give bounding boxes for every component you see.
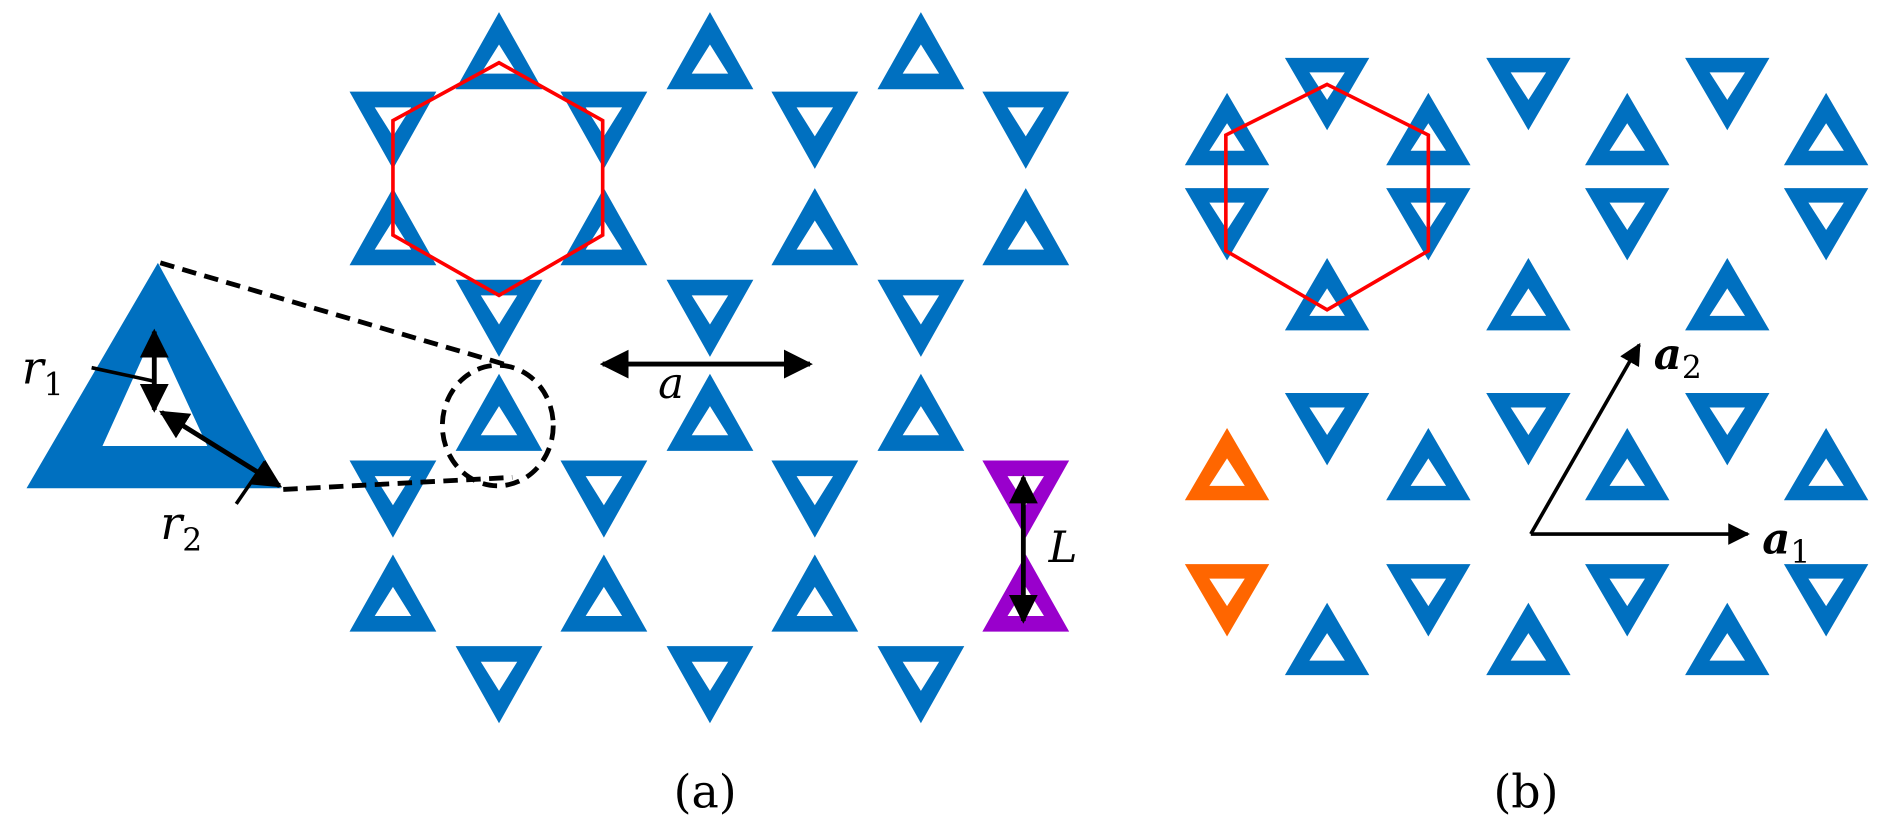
lattice-triangle [1284,57,1370,131]
lattice-triangle [877,373,965,451]
lattice-triangle [560,460,648,538]
lattice-triangle [1685,393,1770,466]
lattice-triangle [771,188,859,266]
lattice-triangle [1184,188,1270,261]
lattice-triangle [982,188,1070,266]
lattice-triangle [1284,393,1370,466]
lattice-triangle [1783,427,1869,501]
panel-b-caption: (b) [1493,765,1558,819]
lattice-triangle [1685,258,1770,331]
lattice-triangle [771,91,859,169]
lattice-triangle [666,373,754,451]
lattice-triangle [1486,57,1571,131]
panel-a-caption: (a) [674,765,737,819]
lattice-triangle [771,554,859,632]
lattice-triangle [1486,258,1571,331]
lattice-triangle [349,460,437,538]
a-label: a [658,359,684,409]
lattice-triangle [1386,564,1471,637]
a2-label: a2 [1654,329,1702,387]
r2-label: r2 [160,496,202,559]
lattice-triangle [1585,188,1670,261]
callout-line-bottom [283,474,513,492]
lattice-triangle [771,460,859,538]
panel-b-triangles [1184,57,1869,676]
panel-a: r1 r2 a L (a) [22,12,1078,819]
lattice-triangle [1284,258,1370,331]
lattice-triangle [1585,427,1670,501]
lattice-triangle [1585,92,1670,166]
callout-circle [439,362,556,489]
panel-a-triangles [349,12,1070,724]
lattice-triangle [1486,602,1571,676]
lattice-triangle [666,646,754,724]
lattice-triangle [1386,92,1471,166]
dimer-triangle [982,554,1070,632]
panel-a-hexagon [391,60,605,298]
panel-b: a1 a2 (b) [1184,57,1869,819]
lattice-triangle [666,12,754,90]
callout-line-top [159,260,505,367]
lattice-triangle [1585,564,1670,637]
panel-b-hexagon [1224,82,1431,312]
lattice-triangle [349,554,437,632]
L-label: L [1048,523,1078,573]
lattice-triangle [455,373,543,451]
unit-cell-triangle [1184,427,1270,501]
a2-vector [1529,342,1641,535]
lattice-triangle [877,279,965,357]
r1-leader [91,365,154,383]
dimer-triangle [982,460,1070,538]
lattice-triangle [560,554,648,632]
lattice-triangle [1184,92,1270,166]
lattice-triangle [877,12,965,90]
lattice-triangle [982,91,1070,169]
a1-label: a1 [1762,513,1810,571]
lattice-triangle [1386,427,1471,501]
lattice-triangle [1783,564,1869,637]
lattice-triangle [1386,188,1471,261]
lattice-triangle [455,12,543,90]
unit-cell-triangle [1184,564,1270,637]
lattice-triangle [1783,188,1869,261]
r1-label: r1 [22,340,64,403]
lattice-triangle [666,279,754,357]
lattice-triangle [1284,602,1370,676]
lattice-triangle [1486,393,1571,466]
lattice-triangle [455,279,543,357]
lattice-triangle [455,646,543,724]
r2-leader [234,460,267,505]
r2-arrow [159,410,283,488]
lattice-triangle [1783,92,1869,166]
lattice-triangle [349,91,437,169]
lattice-triangle [877,646,965,724]
lattice-triangle [1685,602,1770,676]
lattice-triangle [1685,57,1770,131]
